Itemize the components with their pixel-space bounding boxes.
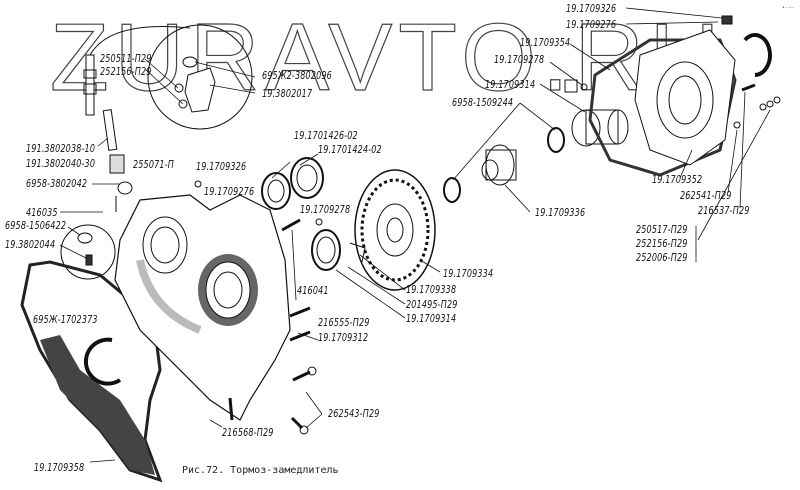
stator-cover-gasket [588, 38, 737, 177]
part-label: 19.1709336 [535, 207, 586, 219]
part-label: 19.1709276 [566, 19, 617, 31]
watermark: ZURAVTO.RU [49, 4, 726, 111]
part-label: 262541-П29 [680, 190, 732, 202]
gear-coupling [109, 154, 133, 212]
part-label: 19.1709314 [406, 313, 457, 325]
part-label: 19.1709326 [196, 161, 247, 173]
sensor-shaft [83, 26, 191, 151]
part-label: 216537-П29 [698, 205, 750, 217]
part-label: 19.1709338 [406, 284, 457, 296]
part-label: 19.1709278 [300, 204, 351, 216]
part-label: 6958-1506422 [5, 220, 67, 232]
part-label: 416035 [26, 207, 58, 219]
part-label: 250517-П29 [636, 224, 688, 236]
part-label: 252156-П29 [636, 238, 688, 250]
part-label: 19.1709276 [204, 186, 255, 198]
bolts-262543 [290, 366, 317, 435]
part-label: 19.1709314 [485, 79, 536, 91]
half-ring [83, 337, 122, 386]
part-label: 19.1709278 [494, 54, 545, 66]
part-label: 19.1709334 [443, 268, 494, 280]
corner-mark: •- --- [782, 5, 794, 11]
part-label: 19.1701426-02 [294, 130, 358, 142]
part-label: 19.3802044 [5, 239, 56, 251]
part-label: 216555-П29 [318, 317, 370, 329]
part-label: 191.3802038-10 [26, 143, 96, 155]
figure-caption: Рис.72. Тормоз-замедлитель [182, 465, 339, 476]
detail-circle-plug [60, 224, 116, 280]
leader-lines [59, 7, 771, 463]
stator-cover [634, 29, 736, 166]
part-label: 252156-П29 [100, 66, 152, 78]
oil-seals [261, 157, 341, 271]
gasket-hatch [40, 335, 155, 475]
part-label: 201495-П29 [406, 299, 458, 311]
part-label: 19.1709312 [318, 332, 369, 344]
part-label: 695Ж2-3802096 [262, 70, 332, 82]
part-label: 250511-П29 [100, 53, 152, 65]
part-label: 19.1709352 [652, 174, 703, 186]
part-label: 19.1701424-02 [318, 144, 382, 156]
part-label: 252006-П29 [636, 252, 688, 264]
part-label: 216568-П29 [222, 427, 274, 439]
part-label: 695Ж-1702373 [33, 314, 98, 326]
detail-circle-valve [147, 24, 253, 130]
part-label: 191.3802040-30 [26, 158, 96, 170]
part-label: 6958-3802042 [26, 178, 88, 190]
part-label: 6958-1509244 [452, 97, 514, 109]
nuts [759, 96, 781, 111]
part-label: 19.3802017 [262, 88, 313, 100]
part-label: 416041 [297, 285, 329, 297]
hub [481, 144, 517, 186]
part-label: 255071-П [133, 159, 174, 171]
part-label: 19.1709354 [520, 37, 571, 49]
plug-parts [77, 232, 93, 266]
part-label: 19.1709358 [34, 462, 85, 474]
part-label: 262543-П29 [328, 408, 380, 420]
ball [194, 180, 202, 188]
valve-body [174, 56, 216, 113]
rotor-disc [354, 169, 436, 291]
part-label: 19.1709326 [566, 3, 617, 15]
